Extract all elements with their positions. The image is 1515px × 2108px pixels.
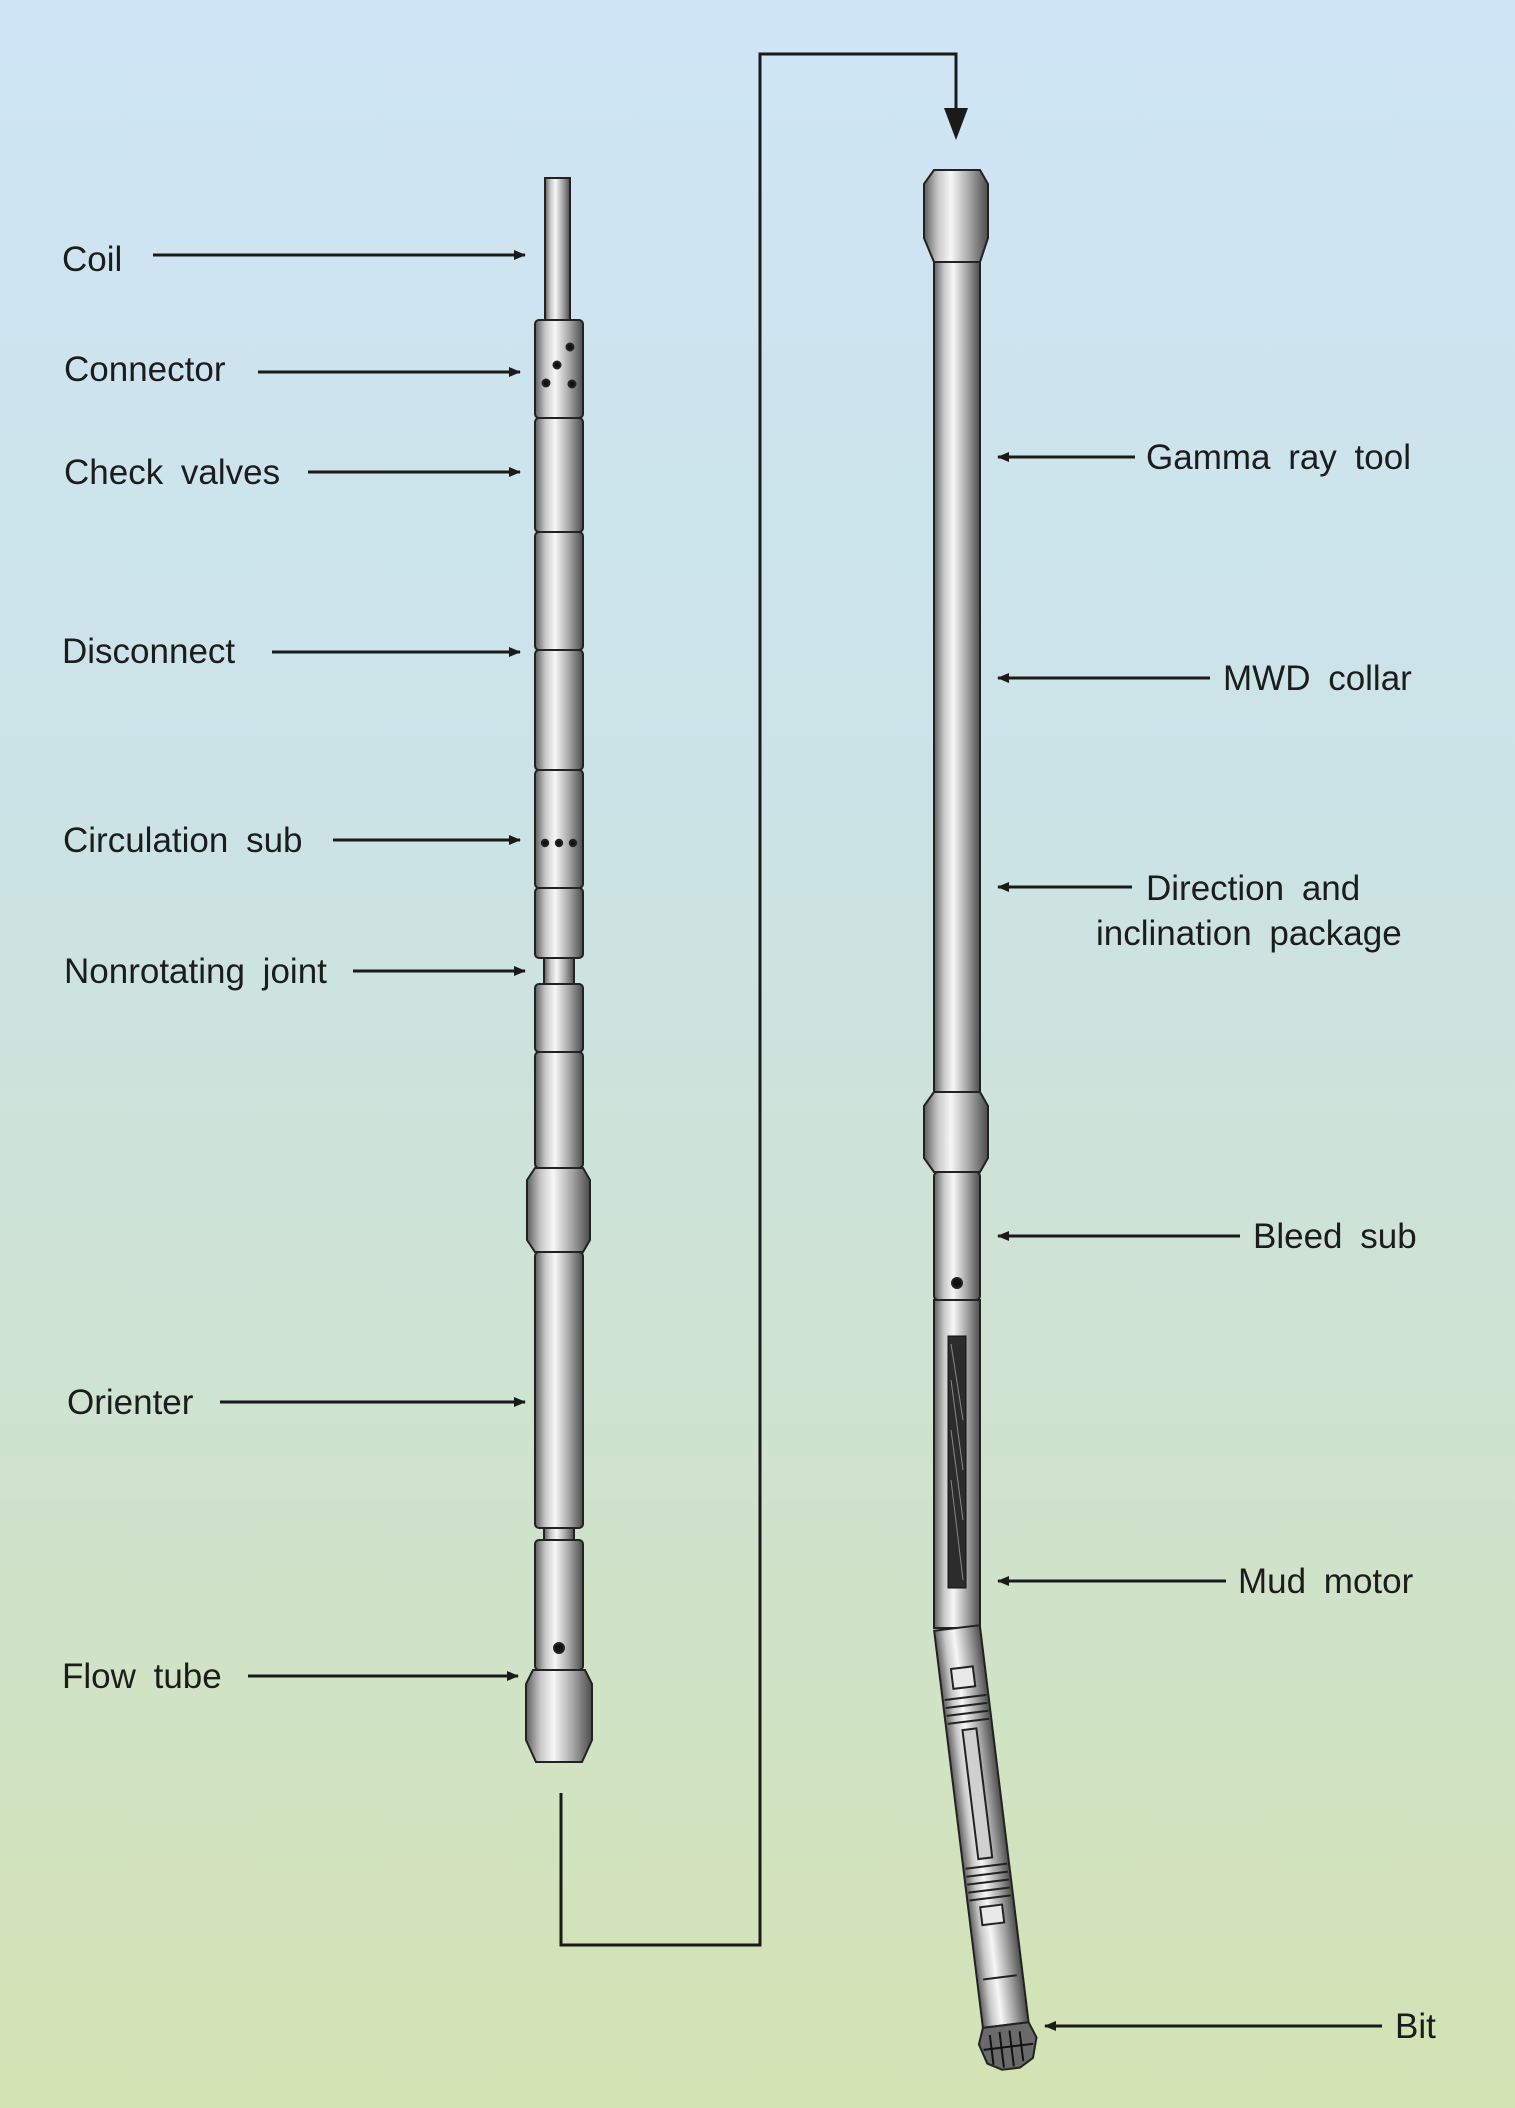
label-mud-motor: Mud motor [1238, 1562, 1414, 1601]
label-gamma-ray-tool: Gamma ray tool [1146, 438, 1411, 477]
label-bleed-sub: Bleed sub [1253, 1217, 1417, 1256]
label-connector: Connector [64, 350, 226, 389]
label-disconnect: Disconnect [62, 632, 236, 671]
label-flow-tube: Flow tube [62, 1657, 222, 1696]
nonrotating-joint-neck [543, 957, 575, 985]
motor-stator [947, 1335, 967, 1589]
label-mwd-collar: MWD collar [1223, 659, 1412, 698]
connection-line [559, 52, 958, 1947]
label-orienter: Orienter [67, 1383, 194, 1422]
section-body [534, 983, 584, 1053]
label-coil: Coil [62, 240, 123, 279]
label-circulation-sub: Circulation sub [63, 821, 303, 860]
coil-tube [544, 177, 571, 321]
bent-housing [933, 1624, 1038, 2071]
section-body [534, 887, 584, 959]
orienter-body [534, 1251, 584, 1529]
middle-joint [923, 1091, 989, 1173]
orienter-collar [526, 1167, 591, 1253]
upper-collar [933, 261, 981, 1093]
label-direction-line1: Direction and [1146, 869, 1361, 908]
top-cap [923, 169, 989, 263]
circulation-sub-body [534, 769, 584, 889]
label-check-valves: Check valves [64, 453, 281, 492]
flow-tube-end [525, 1669, 593, 1763]
label-nonrotating-joint: Nonrotating joint [64, 952, 327, 991]
left-tool-string [525, 177, 593, 1763]
check-valves-body [534, 417, 584, 533]
label-bit: Bit [1395, 2007, 1436, 2046]
connection-arrowhead [944, 108, 968, 140]
orienter-neck [543, 1527, 575, 1541]
disconnect-body [534, 649, 584, 771]
label-direction-line2: inclination package [1096, 914, 1402, 953]
section-body [534, 1051, 584, 1169]
section-body [534, 531, 584, 651]
